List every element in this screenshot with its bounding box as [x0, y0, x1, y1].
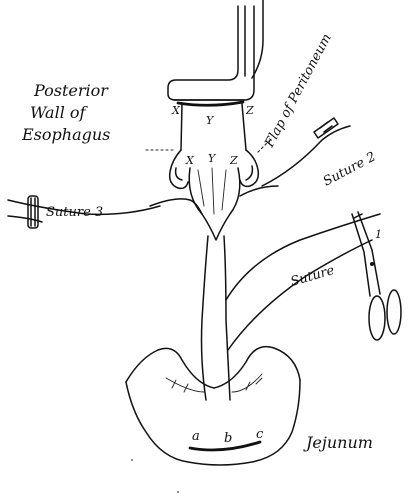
suture-3-clamp-body	[28, 196, 38, 228]
suture-3-clamp-jaws	[31, 198, 35, 226]
upper-y-label: Y	[206, 114, 215, 127]
posterior-label-line2: Wall of	[30, 103, 89, 122]
lower-y-label: Y	[208, 152, 217, 165]
suture-3-thread-low	[8, 216, 42, 222]
jejunum-lower-edge	[126, 380, 300, 465]
posterior-label-line3: Esophagus	[21, 125, 110, 144]
suture-label: Suture	[289, 263, 336, 290]
scissors-ring-right	[387, 290, 401, 334]
flap-label: Flap of Peritoneum	[262, 31, 335, 150]
clamp-icon	[28, 196, 38, 228]
lower-z-label: Z	[229, 154, 238, 167]
upper-z-label: Z	[245, 104, 254, 117]
b-label: b	[224, 431, 232, 446]
jejunum-label: Jejunum	[303, 433, 373, 452]
mesentery-line	[226, 214, 380, 300]
pouch-fold-2	[212, 168, 214, 214]
pouch-fold-3	[222, 170, 226, 210]
scissors-blade-left	[352, 214, 370, 296]
upper-x-label: X	[171, 104, 181, 117]
jejunal-limb	[202, 214, 381, 400]
speck	[177, 491, 179, 493]
right-flap-fold	[240, 150, 258, 186]
speck	[131, 459, 133, 461]
clamp-mark-label: 1	[375, 228, 382, 241]
suture-3-label: Suture 3	[46, 205, 103, 220]
lower-x-label: X	[185, 154, 195, 167]
jejunum-stitch-marks	[172, 378, 262, 392]
retractor	[168, 0, 263, 100]
right-flap-inner	[246, 166, 252, 180]
retractor-outline	[168, 6, 254, 100]
posterior-label-line1: Posterior	[33, 81, 109, 100]
cut-edge-line	[178, 102, 243, 105]
suture-thread	[228, 240, 372, 350]
right-peritoneum-edge	[240, 186, 278, 196]
scissors-ring-left	[369, 296, 385, 340]
suture-2-clamp-body	[314, 118, 338, 138]
pouch-fold-1	[198, 170, 204, 206]
limb-left-wall	[202, 236, 209, 400]
suture-2-clamp-jaws	[320, 122, 332, 132]
scissors-tip	[354, 214, 362, 218]
esophagus-left-wall	[181, 104, 182, 150]
c-label: c	[256, 427, 264, 442]
scissors-blade-right	[358, 212, 380, 294]
left-flap-inner	[176, 168, 182, 180]
stomach-pouch	[189, 168, 240, 240]
jejunum-upper-edge	[126, 347, 300, 388]
clamp-icon	[314, 118, 338, 138]
limb-right-wall	[224, 236, 230, 400]
suture-2-label: Suture 2	[321, 149, 379, 189]
jejunum-loop	[126, 347, 300, 465]
scissors-pivot	[370, 262, 374, 266]
a-label: a	[192, 429, 200, 444]
